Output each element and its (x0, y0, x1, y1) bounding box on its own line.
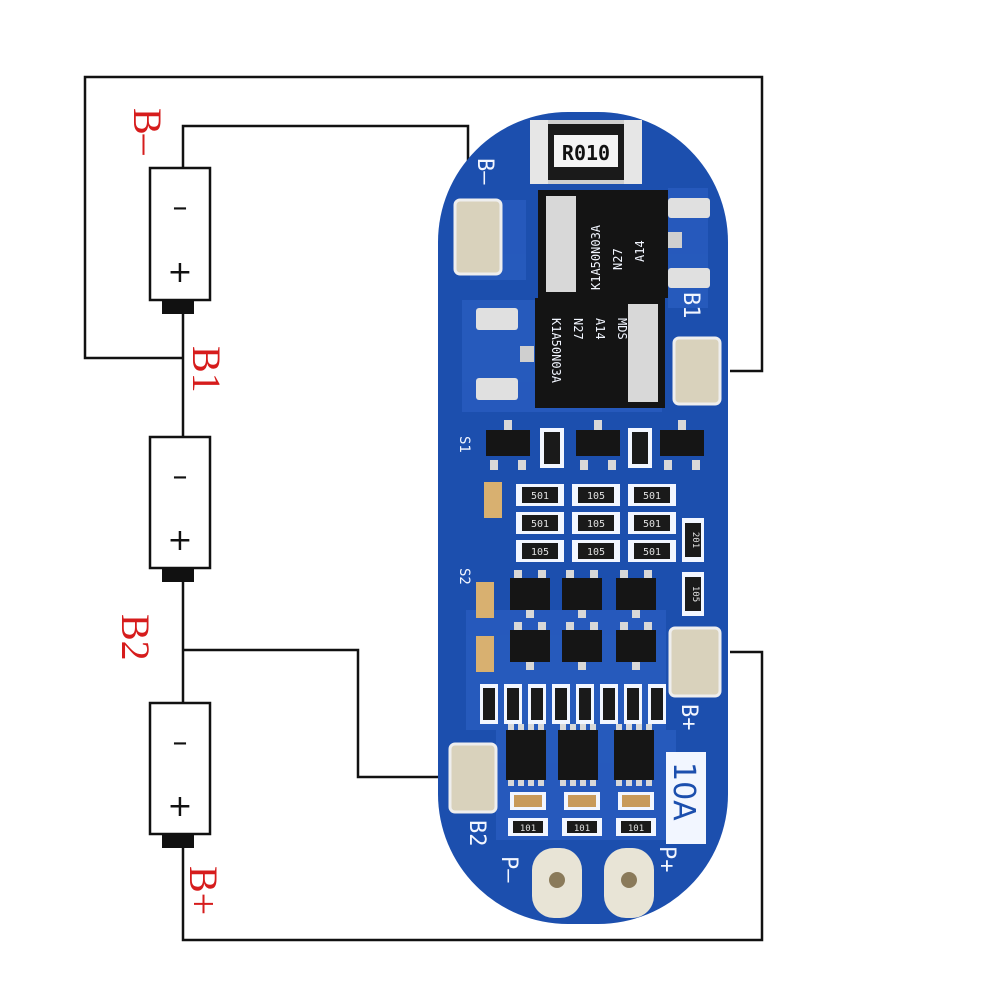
capacitor (484, 482, 502, 518)
wiring (83, 75, 764, 942)
cell-terminal (162, 834, 194, 848)
smd-components: 501 105 501 501 105 501 105 105 501 201 105 101 101 1… (476, 420, 704, 836)
component-code: 101 (574, 824, 590, 834)
wire-b2 (183, 648, 457, 779)
cell-1: – + (148, 166, 212, 314)
label-b-plus: B+ (181, 866, 226, 915)
sot-ic (616, 630, 656, 662)
pad-b-minus (453, 198, 503, 276)
label-b2: B2 (113, 614, 158, 661)
component-code: 501 (531, 519, 549, 530)
silk-b-minus: B– (472, 158, 497, 185)
pad-b2 (448, 742, 498, 814)
bms-board: R010 K1A50N03A N27 A14 K1A50N03A N27 A14… (438, 112, 728, 924)
sot-ic (510, 578, 550, 610)
component-code: 105 (587, 519, 605, 530)
sot-ic (616, 578, 656, 610)
cell-2: – + (148, 435, 212, 582)
mosfet-top-marking-2: N27 (611, 248, 625, 270)
silk-b2: B2 (464, 820, 489, 847)
component-code: 105 (587, 547, 605, 558)
component-code: 105 (690, 586, 700, 602)
rating-box (666, 752, 706, 844)
sot-ic (660, 430, 704, 456)
capacitor (476, 636, 494, 672)
cell-minus-sign: – (173, 459, 188, 494)
component-code: 501 (531, 491, 549, 502)
cell-minus-sign: – (173, 190, 188, 225)
protection-ic (614, 730, 654, 780)
silk-p-plus: P+ (654, 846, 679, 873)
component-code: 105 (587, 491, 605, 502)
component-code: 101 (628, 824, 644, 834)
pad-b1 (672, 336, 722, 406)
component-code: 105 (531, 547, 549, 558)
cell-plus-sign: + (167, 523, 192, 558)
mosfet-bottom-marking-1: K1A50N03A (549, 318, 563, 384)
protection-ic (558, 730, 598, 780)
sot-ic (562, 630, 602, 662)
component-code: 101 (520, 824, 536, 834)
component-code: 501 (643, 491, 661, 502)
protection-ic (506, 730, 546, 780)
wire-b-minus (181, 124, 470, 210)
label-b1: B1 (184, 346, 229, 393)
cell-minus-sign: – (173, 725, 188, 760)
sot-ic (486, 430, 530, 456)
cell-terminal (162, 568, 194, 582)
mosfet-bottom-marking-3: A14 (593, 318, 607, 340)
component-code: 501 (643, 519, 661, 530)
silk-s2: S2 (456, 568, 472, 585)
pad-b-plus (668, 626, 722, 698)
sot-ic (562, 578, 602, 610)
silk-b1: B1 (678, 292, 703, 319)
capacitor (476, 582, 494, 618)
mosfet-bottom-marking-4: MDS (615, 318, 629, 340)
silk-p-minus: P– (496, 856, 521, 883)
sot-ic (576, 430, 620, 456)
shunt-resistor: R010 (530, 120, 642, 184)
silk-b-plus: B+ (676, 704, 701, 731)
cell-plus-sign: + (167, 255, 192, 290)
component-code: 501 (643, 547, 661, 558)
mosfet-top-marking-3: A14 (633, 240, 647, 262)
mosfet-top: K1A50N03A N27 A14 (538, 190, 710, 298)
wire-b-plus (181, 650, 764, 942)
label-b-minus: B– (125, 108, 170, 156)
sot-ic (510, 630, 550, 662)
wire-b1 (83, 75, 764, 373)
shunt-marking: R010 (562, 141, 610, 165)
cell-3: – + (148, 701, 212, 848)
rating-text: 10A (666, 762, 701, 821)
silk-s1: S1 (456, 436, 472, 453)
component-code: 201 (690, 532, 700, 548)
cell-terminal (162, 300, 194, 314)
mosfet-top-marking-1: K1A50N03A (589, 224, 603, 290)
mosfet-bottom: K1A50N03A N27 A14 MDS (476, 298, 665, 408)
mosfet-bottom-marking-2: N27 (571, 318, 585, 340)
cell-plus-sign: + (167, 789, 192, 824)
